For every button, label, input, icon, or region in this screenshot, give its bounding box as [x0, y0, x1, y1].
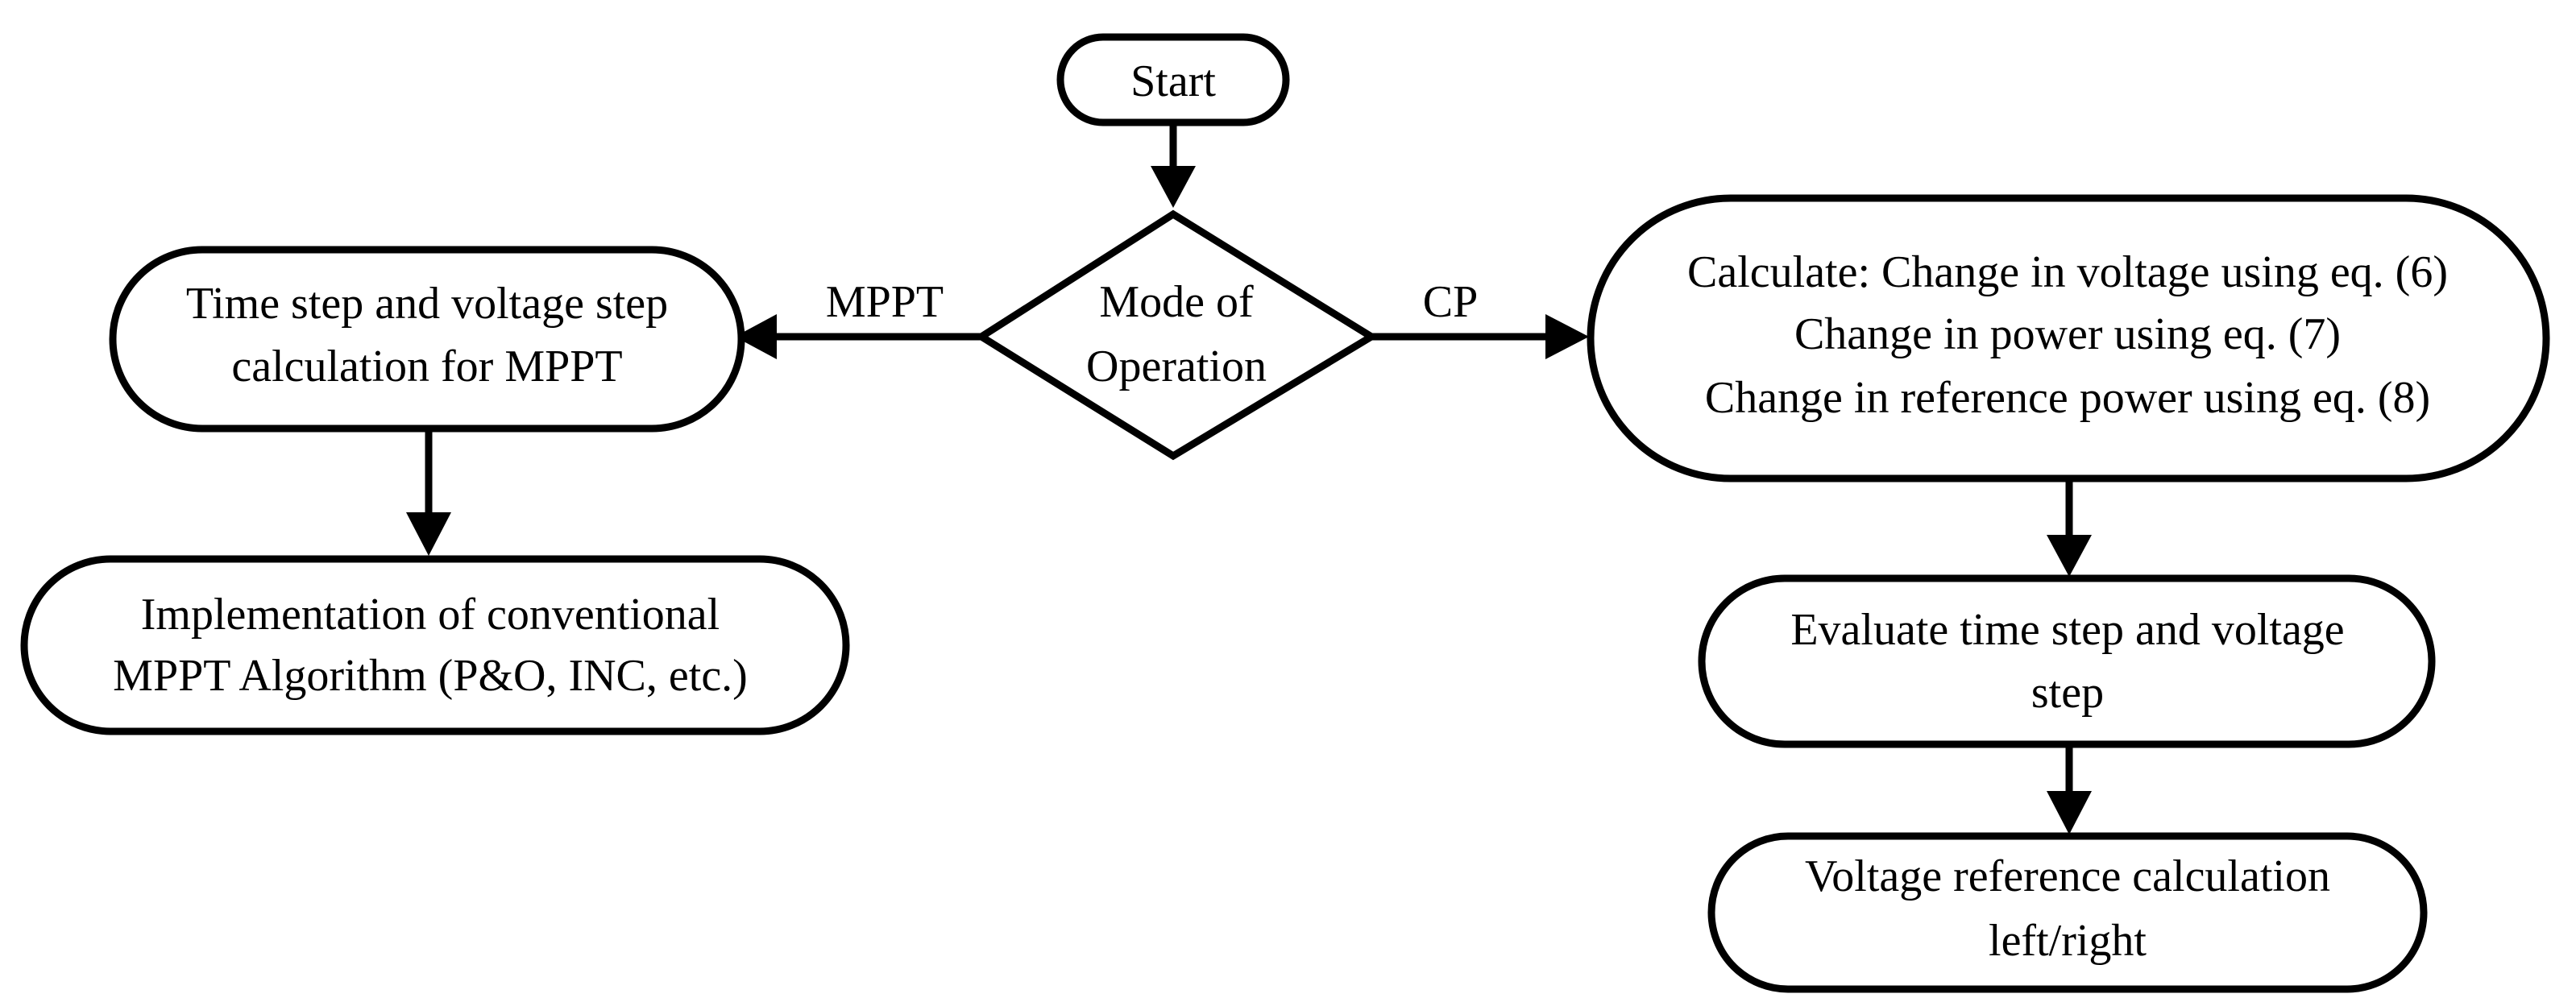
- cp-vref-line-1: Voltage reference calculation: [1805, 851, 2330, 901]
- cp-calc-line-2: Change in power using eq. (7): [1794, 309, 2341, 359]
- arrow-mode-to-mppt: [735, 314, 981, 359]
- mode-decision-line-1: Mode of: [1099, 277, 1254, 327]
- mppt-impl-node: Implementation of conventional MPPT Algo…: [20, 555, 850, 735]
- arrow-mppt-step-to-impl: [406, 429, 451, 556]
- edge-label-mppt: MPPT: [826, 277, 944, 327]
- cp-calc-node: Calculate: Change in voltage using eq. (…: [1587, 194, 2550, 482]
- cp-eval-node: Evaluate time step and voltage step: [1698, 574, 2436, 748]
- cp-eval-line-1: Evaluate time step and voltage: [1790, 605, 2344, 655]
- cp-eval-line-2: step: [2031, 668, 2104, 718]
- arrow-mode-to-cp: [1371, 314, 1589, 359]
- cp-vref-node: Voltage reference calculation left/right: [1707, 832, 2428, 993]
- cp-vref-line-2: left/right: [1989, 916, 2147, 966]
- mppt-step-line-1: Time step and voltage step: [186, 279, 668, 329]
- mppt-impl-line-2: MPPT Algorithm (P&O, INC, etc.): [113, 651, 748, 701]
- mppt-step-node: Time step and voltage step calculation f…: [109, 246, 745, 433]
- start-node-label: Start: [1130, 56, 1216, 106]
- arrow-cp-eval-to-vref: [2047, 744, 2092, 834]
- arrow-cp-calc-to-eval: [2047, 480, 2092, 577]
- edge-label-cp: CP: [1423, 277, 1479, 327]
- start-node: Start: [1056, 33, 1290, 126]
- mppt-impl-line-1: Implementation of conventional: [141, 590, 720, 640]
- cp-calc-line-1: Calculate: Change in voltage using eq. (…: [1687, 247, 2448, 297]
- cp-calc-line-3: Change in reference power using eq. (8): [1705, 373, 2430, 423]
- mppt-step-line-2: calculation for MPPT: [231, 342, 622, 391]
- mode-decision-node: Mode of Operation: [974, 209, 1379, 461]
- arrow-start-to-mode: [1151, 122, 1196, 208]
- mode-decision-line-2: Operation: [1086, 342, 1267, 391]
